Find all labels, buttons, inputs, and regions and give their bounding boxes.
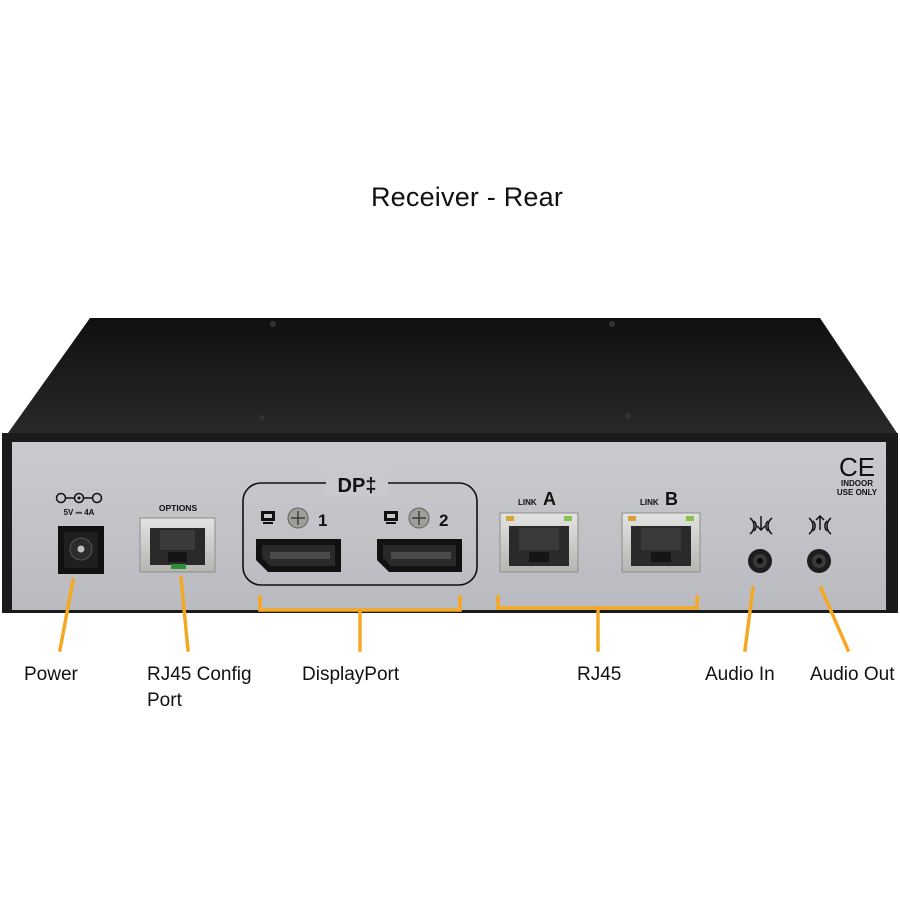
indoor-use-line1: INDOOR <box>841 479 873 488</box>
chassis-screw <box>625 413 631 419</box>
audio-in-icon <box>749 516 773 535</box>
dp-port-1-number: 1 <box>318 511 327 530</box>
callout-label-audio-in: Audio In <box>705 664 775 685</box>
callout-label-rj45: RJ45 <box>577 664 622 685</box>
chassis-screw <box>259 415 265 421</box>
displayport-2[interactable] <box>377 539 462 572</box>
dp-header-background <box>326 470 388 496</box>
callout-lines <box>57 576 851 653</box>
chassis-screw <box>270 321 276 327</box>
callout-label-power: Power <box>24 664 78 685</box>
callout-label-displayport: DisplayPort <box>302 664 400 685</box>
audio-out-jack[interactable] <box>807 549 831 573</box>
callout-line-rj45-config <box>179 576 190 652</box>
dp-port-2-number: 2 <box>439 511 448 530</box>
monitor-icon <box>261 511 275 524</box>
indoor-use-line2: USE ONLY <box>837 488 878 497</box>
options-label: OPTIONS <box>159 503 198 513</box>
rj45-link-b-port[interactable] <box>621 512 701 573</box>
link-b-prefix: LINK <box>640 498 659 507</box>
callout-line-audio-out <box>818 585 851 653</box>
power-jack[interactable] <box>58 526 104 574</box>
rj45-config-port[interactable] <box>139 517 216 573</box>
callout-line-power <box>57 577 76 653</box>
link-a-letter: A <box>543 489 556 509</box>
monitor-icon <box>384 511 398 524</box>
callout-label-rj45-config-line2: Port <box>147 690 182 711</box>
link-b-letter: B <box>665 489 678 509</box>
chassis-screw <box>609 321 615 327</box>
callout-label-rj45-config: RJ45 Config Port <box>147 662 252 714</box>
power-rating: 5V ⎓ 4A <box>64 508 95 517</box>
link-a-prefix: LINK <box>518 498 537 507</box>
callout-label-audio-out: Audio Out <box>810 664 895 685</box>
power-polarity-icon <box>55 492 103 504</box>
audio-out-icon <box>808 514 832 535</box>
displayport-1[interactable] <box>256 539 341 572</box>
ce-mark: CE <box>839 452 875 482</box>
dp-header: DP‡ <box>338 475 377 497</box>
audio-in-jack[interactable] <box>748 549 772 573</box>
callout-label-rj45-config-line1: RJ45 Config <box>147 664 252 685</box>
chassis-top <box>3 318 897 440</box>
rj45-link-a-port[interactable] <box>499 512 579 573</box>
page-title: Receiver - Rear <box>370 182 564 212</box>
callout-line-audio-in <box>743 586 755 652</box>
